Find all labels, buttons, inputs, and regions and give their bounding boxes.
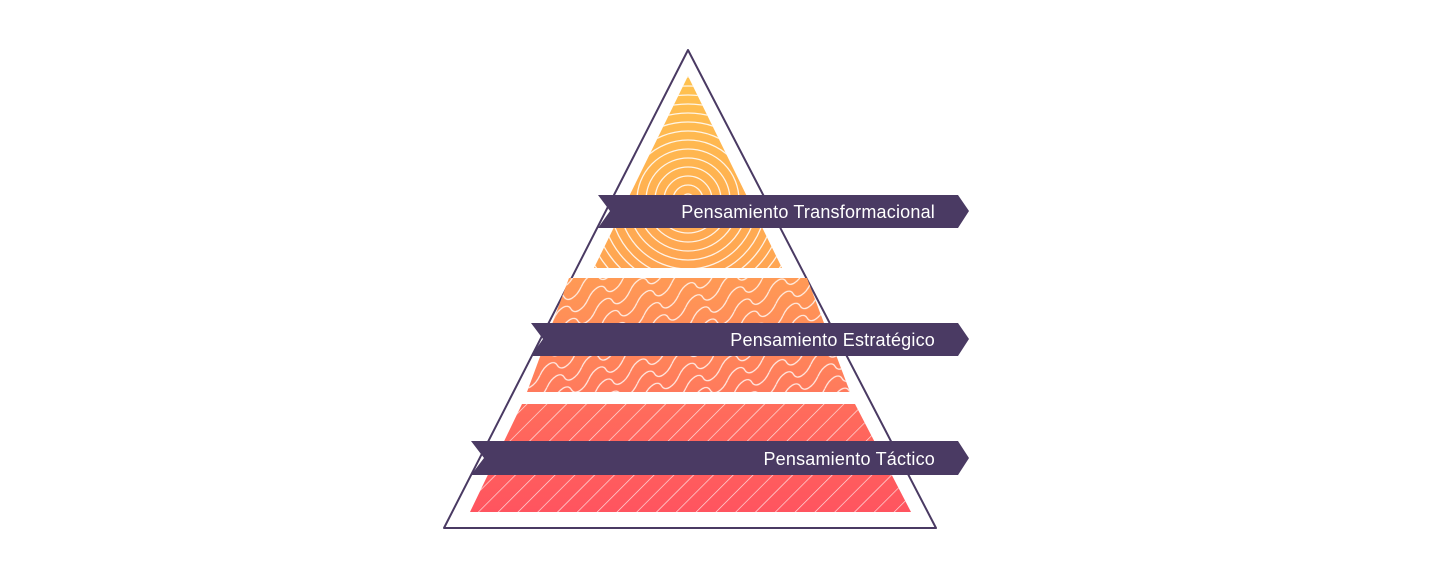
banner-tactico: Pensamiento Táctico (471, 441, 969, 475)
banner-label-estrategico: Pensamiento Estratégico (730, 330, 935, 350)
banner-label-transformacional: Pensamiento Transformacional (681, 202, 935, 222)
banner-transformacional: Pensamiento Transformacional (598, 195, 969, 228)
banner-label-tactico: Pensamiento Táctico (763, 449, 935, 469)
banner-estrategico: Pensamiento Estratégico (531, 323, 969, 356)
